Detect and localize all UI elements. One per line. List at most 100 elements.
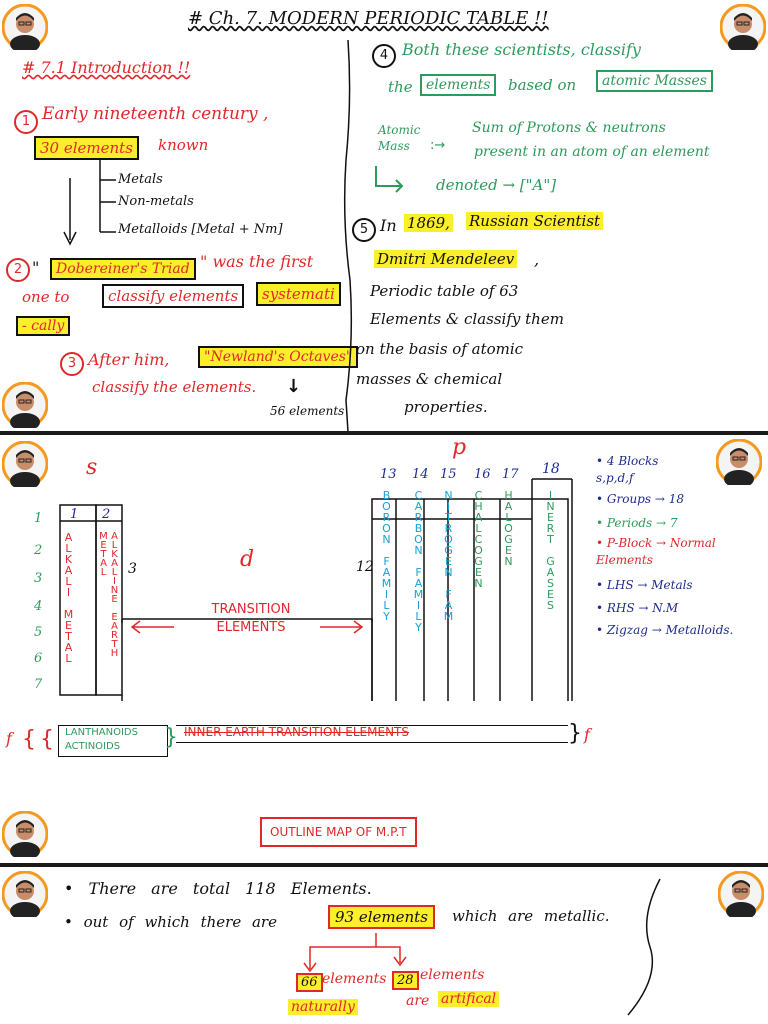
one-to-text: one to (22, 288, 70, 306)
group-number: 14 (412, 467, 429, 482)
left-arrow-icon (130, 620, 174, 634)
colon-arrow: :→ (430, 138, 446, 153)
f-block-label-left: f (6, 729, 12, 748)
page-2: s p d 1 2 3 4 5 6 7 (0, 435, 768, 863)
page-title: # Ch. 7. MODERN PERIODIC TABLE !! (188, 8, 549, 29)
metallic-line-prefix: • out of which there are (64, 913, 277, 931)
total-elements-line: • There are total 118 Elements. (64, 879, 372, 898)
group-number: 1 (70, 507, 79, 522)
left-brace-icon: { (40, 727, 54, 752)
fifty-six-text: 56 elements (270, 404, 345, 418)
thirty-elements-box: 30 elements (34, 136, 139, 160)
actinoids-label: ACTINOIDS (65, 741, 121, 752)
note-item: • RHS → N.M (596, 601, 679, 615)
lanthanoids-label: LANTHANOIDS (65, 727, 138, 738)
presenter-avatar-icon (718, 871, 764, 917)
column-divider (343, 40, 353, 432)
point-number: 3 (60, 352, 84, 376)
note-item: • 4 Blocks s,p,d,f (596, 454, 659, 485)
period-number: 2 (34, 543, 43, 558)
group2-name: ALKALINE EARTH METAL (98, 531, 120, 657)
point-number: 1 (14, 110, 38, 134)
period-number: 7 (34, 677, 43, 692)
mendeleev-highlight: Dmitri Mendeleev (374, 250, 518, 268)
point-number: 2 (6, 258, 30, 282)
page-3: • There are total 118 Elements. • out of… (0, 867, 768, 1024)
cally-box: - cally (16, 316, 71, 336)
after-him-text: After him, (88, 350, 170, 369)
comma-text: , (534, 250, 540, 269)
classify-elements-box: classify elements (102, 284, 245, 308)
metallic-count-box: 93 elements (328, 905, 435, 929)
known-text: known (158, 136, 209, 154)
tree-item-metalloids: Metalloids [Metal + Nm] (118, 222, 283, 237)
transition-label: TRANSITION ELEMENTS (211, 602, 291, 635)
down-arrow-icon: ↓ (286, 376, 302, 397)
point-number: 5 (352, 218, 376, 242)
dobereiner-text: " was the first (200, 252, 314, 271)
group18-name: INERT GASES (544, 489, 557, 610)
metallic-line-suffix: which are metallic. (452, 907, 610, 925)
page-separator (0, 431, 768, 435)
group17-name: HALOGEN (502, 489, 515, 566)
p-block-label: p (452, 435, 467, 460)
artificial-count-box: 28 (392, 971, 419, 990)
lanthanoid-box: LANTHANOIDS ACTINOIDS (58, 725, 168, 757)
section-heading: # 7.1 Introduction !! (22, 58, 191, 77)
note-item: • Groups → 18 (596, 492, 684, 506)
group-number: 12 (356, 559, 374, 575)
artificial-highlight: artifical (438, 991, 500, 1007)
right-brace-icon: } (568, 721, 582, 746)
presenter-avatar-icon (720, 4, 766, 50)
group14-name: CARBON FAMILY (412, 489, 425, 632)
presenter-avatar-icon (2, 4, 48, 50)
atomic-mass-label: Atomic Mass (378, 123, 421, 153)
right-arrow-icon (320, 620, 364, 634)
note-item: • Periods → 7 (596, 516, 678, 530)
natural-count-box: 66 (296, 973, 323, 992)
group-number: 15 (440, 467, 457, 482)
group15-name: NITROGEN FAM (442, 489, 455, 621)
right-brace-icon: } (164, 725, 178, 750)
systemati-box: systemati (256, 282, 341, 306)
note-item: • Zigzag → Metalloids. (596, 623, 734, 637)
newlands-box: "Newland's Octaves" (198, 346, 359, 368)
period-number: 3 (34, 571, 43, 586)
in-text: In (380, 216, 397, 235)
s-block-label: s (86, 455, 98, 480)
periodic-line-4: masses & chemical (356, 370, 503, 388)
tree-item-nonmetals: Non-metals (118, 194, 194, 209)
classify-the-text: classify the elements. (92, 378, 257, 396)
year-highlight: 1869, (404, 214, 453, 232)
group-number: 2 (102, 507, 111, 522)
presenter-avatar-icon (2, 811, 48, 857)
note-item: • LHS → Metals (596, 578, 693, 592)
note-item: • P-Block → Normal Elements (596, 536, 716, 567)
group-number: 18 (542, 461, 560, 477)
left-brace-icon: { (22, 727, 36, 752)
point-number: 4 (372, 44, 396, 68)
group-number: 3 (128, 561, 137, 577)
russian-highlight: Russian Scientist (466, 212, 604, 230)
group-number: 13 (380, 467, 397, 482)
periodic-line-3: on the basis of atomic (356, 340, 524, 358)
artificial-elements-text: elements (420, 967, 485, 983)
both-text: Both these scientists, classify (402, 40, 641, 59)
periodic-line-2: Elements & classify them (370, 310, 564, 328)
inner-transition-box (176, 725, 568, 743)
denoted-text: denoted → ["A"] (436, 176, 557, 194)
corner-arrow-icon (375, 166, 404, 193)
atomic-masses-box: atomic Masses (596, 70, 713, 92)
tree-arrows-icon (63, 160, 116, 246)
quote-mark: " (32, 258, 40, 277)
sum-line-1: Sum of Protons & neutrons (472, 120, 666, 136)
natural-elements-text: elements (322, 971, 387, 987)
group13-name: BORON FAMILY (380, 489, 393, 621)
period-number: 5 (34, 625, 43, 640)
dobereiner-box: Dobereiner's Triad (50, 258, 196, 280)
page-1: # Ch. 7. MODERN PERIODIC TABLE !! # 7.1 … (0, 0, 768, 432)
sum-line-2: present in an atom of an element (474, 144, 710, 160)
d-block-label: d (240, 547, 255, 572)
group-number: 17 (502, 467, 519, 482)
split-arrow-icon (303, 933, 407, 973)
